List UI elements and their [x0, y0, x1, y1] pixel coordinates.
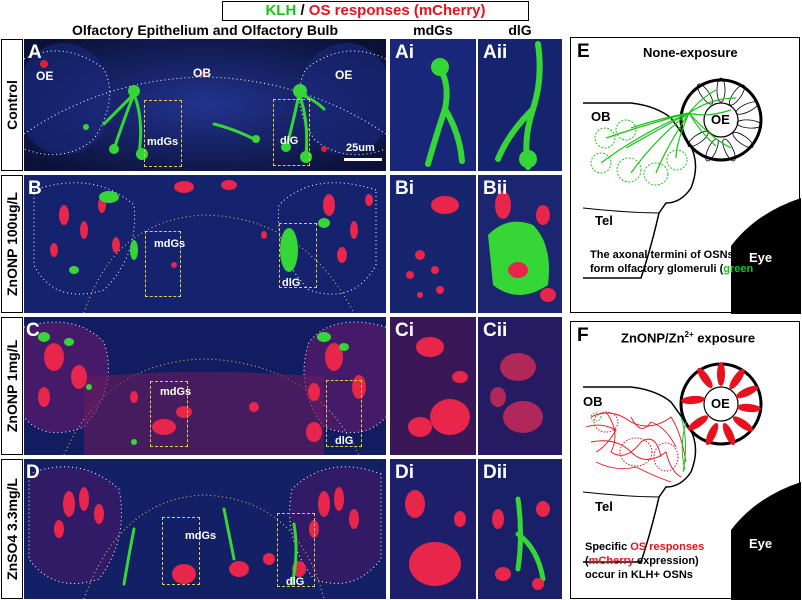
legend-os-responses: OS responses (mCherry)	[308, 2, 486, 19]
schematic-f: F ZnONP/Zn2+ exposure OB OE Tel Eye Spec…	[570, 321, 801, 600]
schematic-e-ob: OB	[591, 109, 611, 124]
schematic-f-eye: Eye	[749, 536, 773, 551]
scale-bar	[344, 158, 382, 161]
row-label-control: Control	[1, 39, 23, 171]
panel-letter-bi: Bi	[395, 178, 414, 199]
panel-letter-di: Di	[395, 462, 414, 483]
header-mdgs: mdGs	[413, 22, 453, 38]
legend-klh: KLH	[265, 2, 297, 19]
schematic-e-oe: OE	[711, 112, 730, 127]
roi-box-dlg	[273, 99, 310, 166]
schematic-e-title: None-exposure	[643, 45, 738, 60]
roi-box-dlg	[277, 513, 315, 587]
schematic-e: E None-exposure OB OE Tel Eye The axonal…	[570, 37, 801, 314]
header-dlg: dlG	[508, 22, 532, 38]
panel-letter-d: D	[26, 462, 40, 483]
schematic-f-caption: Specific OS responses (mCherry expressio…	[585, 541, 705, 581]
box-label-mdgs: mdGs	[160, 386, 192, 398]
schematic-f-tel: Tel	[595, 499, 613, 514]
schematic-e-letter: E	[577, 41, 590, 62]
schematic-f-ob: OB	[583, 394, 603, 409]
panel-letter-cii: Cii	[483, 320, 508, 341]
schematic-f-title: ZnONP/Zn2+ exposure	[621, 330, 756, 346]
roi-box-mdgs	[144, 100, 182, 167]
panel-c-image: C mdGs dlG	[24, 317, 386, 455]
legend-separator: /	[296, 2, 309, 19]
panel-letter-b: B	[28, 178, 42, 199]
panel-b-image: B mdGs dlG	[24, 175, 386, 313]
figure-legend: KLH / OS responses (mCherry)	[222, 1, 529, 21]
scale-bar-label: 25um	[346, 142, 375, 154]
schematic-e-eye: Eye	[749, 250, 773, 265]
roi-box-mdgs	[162, 517, 200, 585]
panel-bi-image: Bi	[390, 175, 476, 313]
panel-d-image: D mdGs dlG	[24, 459, 386, 599]
panel-letter-dii: Dii	[483, 462, 508, 483]
roi-box-mdgs	[150, 381, 188, 447]
panel-aii-image: Aii	[478, 39, 562, 171]
box-label-dlg: dlG	[335, 435, 354, 447]
panel-bii-image: Bii	[478, 175, 562, 313]
box-label-mdgs: mdGs	[185, 530, 217, 542]
panel-letter-c: C	[26, 320, 40, 341]
panel-letter-ai: Ai	[395, 42, 414, 63]
box-label-dlg: dlG	[280, 135, 299, 147]
panel-letter-a: A	[28, 42, 42, 63]
header-main: Olfactory Epithelium and Olfactory Bulb	[71, 22, 339, 38]
region-label-ob: OB	[193, 66, 211, 80]
box-label-dlg: dlG	[282, 277, 301, 289]
panel-ci-image: Ci	[390, 317, 476, 455]
panel-dii-image: Dii	[478, 459, 562, 599]
panel-a-image: A OE OB OE mdGs dlG 25um	[24, 39, 386, 171]
panel-cii-image: Cii	[478, 317, 562, 455]
box-label-mdgs: mdGs	[147, 136, 179, 148]
roi-box-dlg	[279, 223, 317, 288]
box-label-dlg: dlG	[286, 576, 305, 588]
schematic-e-tel: Tel	[595, 213, 613, 228]
panel-letter-aii: Aii	[483, 42, 508, 63]
schematic-f-letter: F	[577, 325, 589, 346]
region-label-oe-left: OE	[36, 69, 54, 83]
box-label-mdgs: mdGs	[154, 238, 186, 250]
panel-letter-bii: Bii	[483, 178, 508, 199]
region-label-oe-right: OE	[335, 68, 353, 82]
schematic-f-oe: OE	[711, 396, 730, 411]
panel-ai-image: Ai	[390, 39, 476, 171]
row-label-znonp-100ug: ZnONP 100ug/L	[1, 175, 23, 313]
row-label-znso4: ZnSO4 3.3mg/L	[1, 459, 23, 599]
roi-box-mdgs	[145, 231, 181, 297]
schematic-e-caption: The axonal termini of OSNs form olfactor…	[590, 249, 757, 275]
row-label-znonp-1mg: ZnONP 1mg/L	[1, 317, 23, 455]
panel-di-image: Di	[390, 459, 476, 599]
panel-letter-ci: Ci	[395, 320, 414, 341]
roi-box-dlg	[326, 380, 362, 447]
